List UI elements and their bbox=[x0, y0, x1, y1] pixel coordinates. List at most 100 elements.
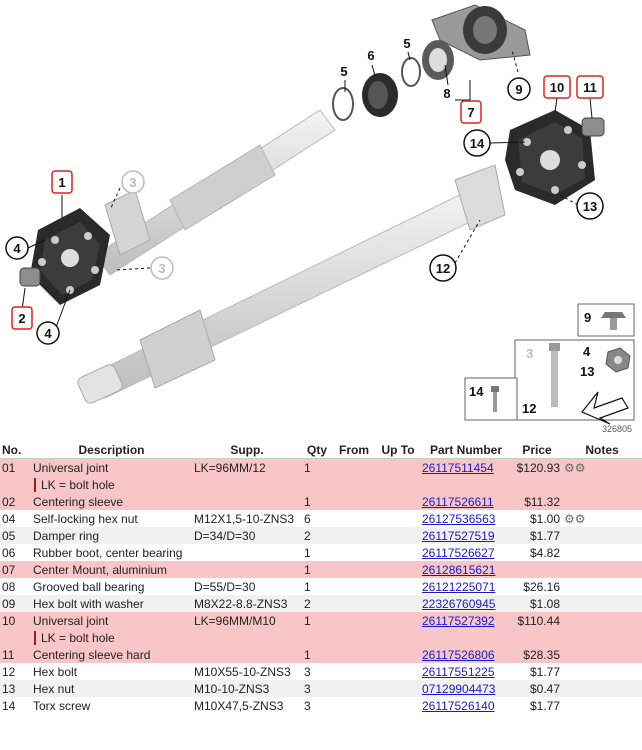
cell-from bbox=[332, 510, 376, 527]
cell-from bbox=[332, 458, 376, 476]
callout-2: 2 bbox=[11, 306, 33, 330]
cell-from bbox=[332, 527, 376, 544]
svg-text:7: 7 bbox=[467, 105, 474, 120]
callout-13: 13 bbox=[576, 192, 604, 220]
cell-notes bbox=[562, 544, 642, 561]
cell-supp: D=55/D=30 bbox=[192, 578, 302, 595]
cell-price: $120.93 bbox=[512, 458, 562, 476]
rubber-boot bbox=[362, 73, 398, 117]
cell-qty: 3 bbox=[302, 663, 332, 680]
svg-text:12: 12 bbox=[436, 261, 450, 276]
callout-1: 1 bbox=[51, 170, 73, 194]
part-number-link[interactable]: 26117526611 bbox=[422, 494, 494, 509]
cell-qty: 1 bbox=[302, 561, 332, 578]
flex-disc-rear bbox=[505, 110, 595, 205]
part-number-link[interactable]: 26127536563 bbox=[422, 511, 496, 526]
col-from: From bbox=[332, 441, 376, 459]
cell-no: 12 bbox=[0, 663, 31, 680]
cell-notes bbox=[562, 646, 642, 663]
col-qty: Qty bbox=[302, 441, 332, 459]
part-number-link[interactable]: 26117511454 bbox=[422, 460, 494, 475]
callout-8: 8 bbox=[443, 86, 450, 101]
cell-no: 05 bbox=[0, 527, 31, 544]
col-upto: Up To bbox=[376, 441, 420, 459]
cell-supp: M10-10-ZNS3 bbox=[192, 680, 302, 697]
cell-price: $11.32 bbox=[512, 493, 562, 510]
part-number-link[interactable]: 26121225071 bbox=[422, 579, 496, 594]
cell-qty: 6 bbox=[302, 510, 332, 527]
cell-part-number: 22326760945 bbox=[420, 595, 512, 612]
cell-notes bbox=[562, 493, 642, 510]
part-number-link[interactable]: 26117526806 bbox=[422, 647, 495, 662]
note-cell: LK = bolt hole bbox=[31, 476, 642, 493]
callout-3a: 3 bbox=[121, 170, 145, 194]
cell-price: $1.77 bbox=[512, 663, 562, 680]
cell-notes bbox=[562, 697, 642, 714]
svg-text:5: 5 bbox=[403, 36, 410, 51]
svg-text:4: 4 bbox=[44, 326, 52, 341]
cell-qty: 3 bbox=[302, 680, 332, 697]
part-number-link[interactable]: 07129904473 bbox=[422, 681, 496, 696]
cell-notes bbox=[562, 595, 642, 612]
cell-qty: 1 bbox=[302, 612, 332, 629]
cell-supp bbox=[192, 561, 302, 578]
cell-notes bbox=[562, 612, 642, 629]
cell-description: Universal joint bbox=[31, 612, 192, 629]
col-notes: Notes bbox=[562, 441, 642, 459]
part-number-link[interactable]: 26117526140 bbox=[422, 698, 495, 713]
cell-upto bbox=[376, 493, 420, 510]
callout-9: 9 bbox=[507, 77, 531, 101]
cell-no: 01 bbox=[0, 458, 31, 476]
cell-notes: ⚙⚙ bbox=[562, 458, 642, 476]
cell-from bbox=[332, 544, 376, 561]
cell-part-number: 26117551225 bbox=[420, 663, 512, 680]
cell-part-number: 26117527519 bbox=[420, 527, 512, 544]
svg-text:3: 3 bbox=[526, 346, 533, 361]
cell-price: $26.16 bbox=[512, 578, 562, 595]
cell-from bbox=[332, 680, 376, 697]
cell-upto bbox=[376, 458, 420, 476]
damper-ring-left bbox=[332, 87, 354, 121]
cell-description: Center Mount, aluminium bbox=[31, 561, 192, 578]
part-number-link[interactable]: 26117527519 bbox=[422, 528, 495, 543]
cell-no: 07 bbox=[0, 561, 31, 578]
cell-part-number: 26128615621 bbox=[420, 561, 512, 578]
part-number-link[interactable]: 26117527392 bbox=[422, 613, 495, 628]
gears-icon[interactable]: ⚙⚙ bbox=[564, 460, 586, 475]
callout-12: 12 bbox=[429, 254, 457, 282]
part-number-link[interactable]: 26128615621 bbox=[422, 562, 496, 577]
cell-upto bbox=[376, 527, 420, 544]
callout-7: 7 bbox=[460, 100, 482, 124]
cell-part-number: 26117526140 bbox=[420, 697, 512, 714]
svg-text:12: 12 bbox=[522, 401, 536, 416]
cell-part-number: 26117511454 bbox=[420, 458, 512, 476]
part-number-link[interactable]: 26117526627 bbox=[422, 545, 495, 560]
cell-part-number: 26121225071 bbox=[420, 578, 512, 595]
part-number-link[interactable]: 26117551225 bbox=[422, 664, 495, 679]
part-number-link[interactable]: 22326760945 bbox=[422, 596, 496, 611]
cell-supp bbox=[192, 493, 302, 510]
cell-price: $1.77 bbox=[512, 697, 562, 714]
cell-price: $110.44 bbox=[512, 612, 562, 629]
svg-text:8: 8 bbox=[443, 86, 450, 101]
cell-supp: M10X55-10-ZNS3 bbox=[192, 663, 302, 680]
cell-supp: LK=96MM/12 bbox=[192, 458, 302, 476]
upper-drive-shaft bbox=[94, 109, 336, 276]
leader-lines bbox=[21, 49, 593, 331]
cell-upto bbox=[376, 595, 420, 612]
svg-text:9: 9 bbox=[515, 82, 522, 97]
svg-text:10: 10 bbox=[550, 80, 564, 95]
cell-supp: LK=96MM/M10 bbox=[192, 612, 302, 629]
cell-notes bbox=[562, 527, 642, 544]
cell-upto bbox=[376, 544, 420, 561]
cell-qty: 3 bbox=[302, 697, 332, 714]
gears-icon[interactable]: ⚙⚙ bbox=[564, 511, 586, 526]
callout-5a: 5 bbox=[340, 64, 347, 79]
note-spacer bbox=[0, 476, 31, 493]
